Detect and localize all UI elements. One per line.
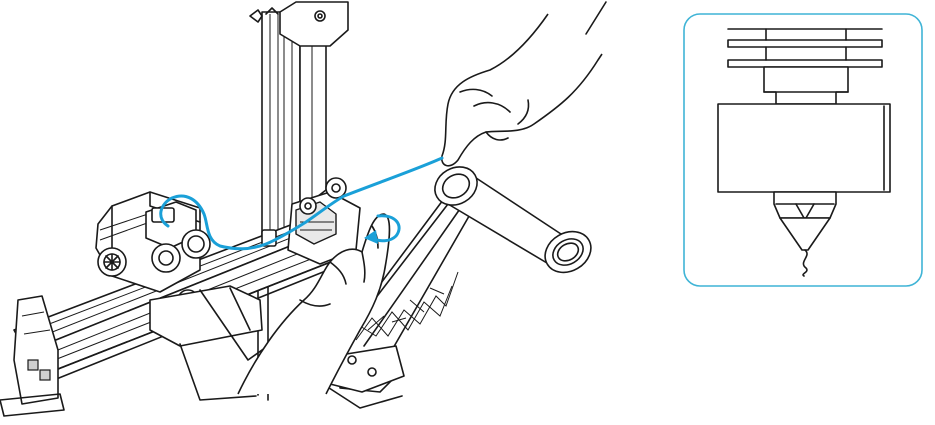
filament-line bbox=[159, 156, 444, 251]
nozzle-detail-panel bbox=[683, 13, 923, 287]
hotend-carriage bbox=[261, 177, 361, 265]
top-bracket bbox=[249, 1, 349, 47]
lower-frame bbox=[149, 285, 277, 401]
spool-tube bbox=[434, 166, 592, 274]
printer-illustration bbox=[0, 1, 607, 417]
x-axis-end-block bbox=[0, 295, 65, 417]
curved-arrow-icon bbox=[364, 214, 401, 244]
nozzle-icon bbox=[717, 28, 891, 277]
upper-hand bbox=[440, 1, 607, 167]
